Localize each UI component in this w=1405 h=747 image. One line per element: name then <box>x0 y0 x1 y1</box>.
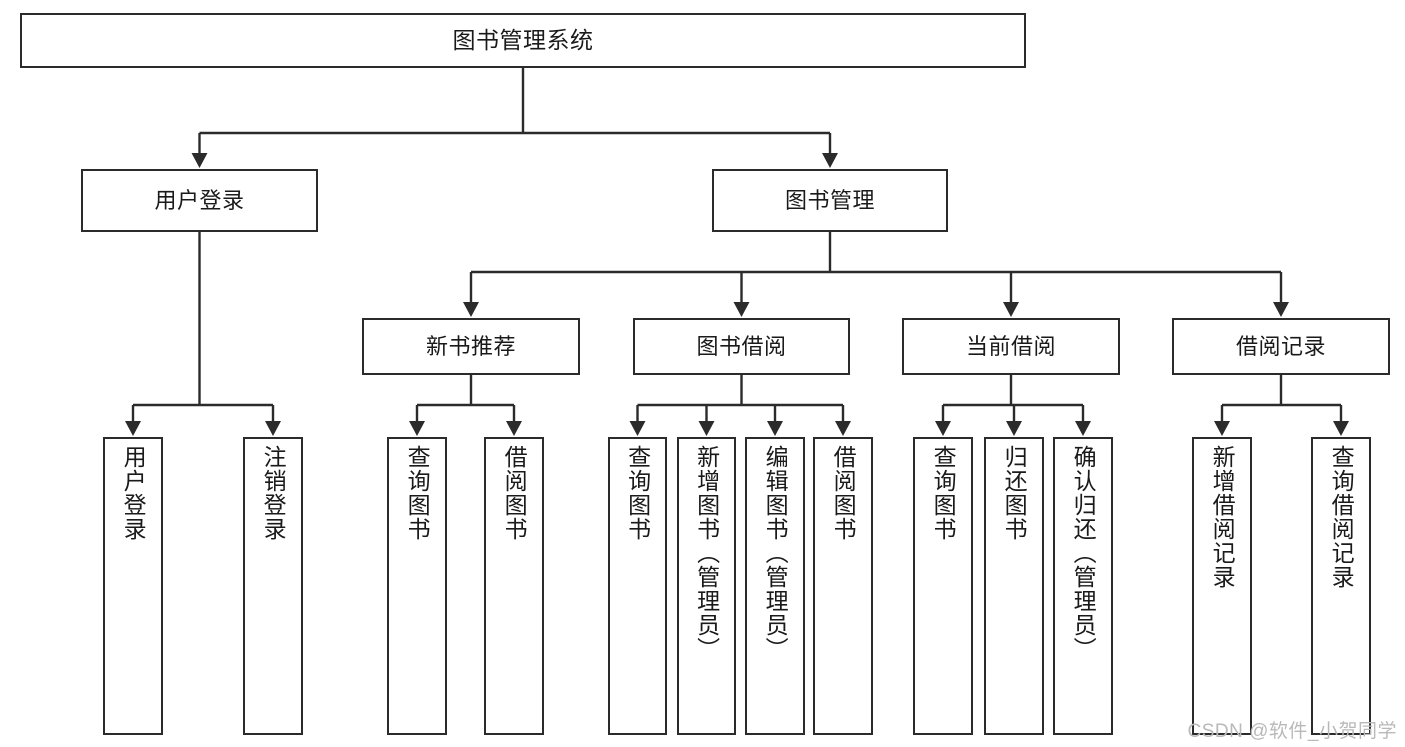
arrowhead-leaf-bb-query <box>629 421 646 436</box>
node-borrow-record[interactable]: 借阅记录 <box>1172 318 1390 375</box>
node-leaf-bb-query[interactable]: 查询图书 <box>608 437 667 735</box>
arrowhead-leaf-rec-borrow <box>506 421 522 436</box>
node-leaf-br-add[interactable]: 新增借阅记录 <box>1192 437 1252 735</box>
node-leaf-bb-edit[interactable]: 编辑图书（管理员） <box>745 437 805 735</box>
arrowhead-leaf-logout <box>265 421 281 436</box>
arrowhead-user-login <box>191 153 208 168</box>
node-label-book-borrow: 图书借阅 <box>696 333 787 359</box>
node-label-leaf-rec-query: 查询图书 <box>404 445 431 541</box>
arrowhead-leaf-br-add <box>1214 421 1230 436</box>
node-label-leaf-cb-return: 归还图书 <box>1001 445 1028 541</box>
node-new-book-rec[interactable]: 新书推荐 <box>362 318 580 375</box>
arrowhead-leaf-cb-query <box>935 421 951 436</box>
node-label-leaf-bb-borrow: 借阅图书 <box>830 445 857 541</box>
arrowhead-leaf-cb-return <box>1006 421 1022 436</box>
node-leaf-rec-borrow[interactable]: 借阅图书 <box>484 437 544 735</box>
node-leaf-user-login[interactable]: 用户登录 <box>103 437 163 735</box>
node-label-leaf-bb-edit: 编辑图书（管理员） <box>762 445 789 661</box>
arrowhead-leaf-cb-confirm <box>1075 421 1091 436</box>
node-label-leaf-cb-query: 查询图书 <box>930 445 957 541</box>
node-leaf-br-query[interactable]: 查询借阅记录 <box>1311 437 1371 735</box>
arrowhead-current-borrow <box>1003 302 1019 317</box>
node-label-leaf-user-login: 用户登录 <box>120 445 147 541</box>
arrowhead-book-manage <box>822 153 838 168</box>
node-leaf-logout[interactable]: 注销登录 <box>243 437 303 735</box>
node-label-leaf-br-add: 新增借阅记录 <box>1209 445 1236 589</box>
node-label-leaf-logout: 注销登录 <box>260 445 287 541</box>
node-label-leaf-bb-query: 查询图书 <box>624 445 651 541</box>
node-label-leaf-rec-borrow: 借阅图书 <box>501 445 528 541</box>
arrowhead-leaf-bb-borrow <box>835 421 851 436</box>
node-leaf-cb-query[interactable]: 查询图书 <box>913 437 973 735</box>
node-label-user-login: 用户登录 <box>154 187 245 213</box>
node-label-root: 图书管理系统 <box>452 27 594 54</box>
node-label-current-borrow: 当前借阅 <box>965 333 1056 359</box>
node-label-new-book-rec: 新书推荐 <box>425 333 516 359</box>
node-leaf-cb-confirm[interactable]: 确认归还（管理员） <box>1053 437 1113 735</box>
node-label-leaf-br-query: 查询借阅记录 <box>1328 445 1355 589</box>
arrowhead-leaf-bb-add <box>698 421 715 436</box>
node-leaf-cb-return[interactable]: 归还图书 <box>984 437 1044 735</box>
watermark: CSDN @软件_小贺同学 <box>1187 721 1397 742</box>
arrowhead-book-borrow <box>733 302 750 317</box>
arrowhead-new-book-rec <box>463 302 479 317</box>
node-current-borrow[interactable]: 当前借阅 <box>902 318 1120 375</box>
node-label-leaf-cb-confirm: 确认归还（管理员） <box>1070 445 1097 661</box>
node-leaf-rec-query[interactable]: 查询图书 <box>387 437 447 735</box>
arrowhead-leaf-bb-edit <box>767 421 783 436</box>
node-book-manage[interactable]: 图书管理 <box>712 169 948 232</box>
arrowhead-leaf-rec-query <box>409 421 425 436</box>
node-leaf-bb-borrow[interactable]: 借阅图书 <box>813 437 873 735</box>
node-book-borrow[interactable]: 图书借阅 <box>633 318 850 375</box>
node-label-book-manage: 图书管理 <box>784 187 875 213</box>
arrowhead-borrow-record <box>1273 302 1289 317</box>
node-label-leaf-bb-add: 新增图书（管理员） <box>693 445 720 661</box>
node-root[interactable]: 图书管理系统 <box>20 13 1026 68</box>
node-label-borrow-record: 借阅记录 <box>1235 333 1326 359</box>
arrowhead-leaf-br-query <box>1333 421 1349 436</box>
node-leaf-bb-add[interactable]: 新增图书（管理员） <box>677 437 736 735</box>
node-user-login[interactable]: 用户登录 <box>81 169 318 232</box>
arrowhead-leaf-user-login <box>125 421 141 436</box>
